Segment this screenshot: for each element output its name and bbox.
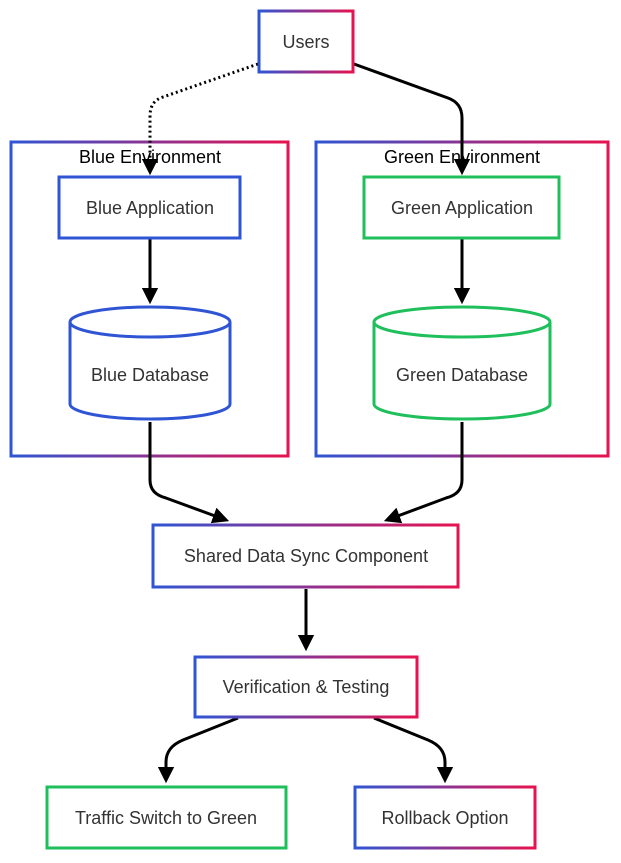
- shared-data-sync-label: Shared Data Sync Component: [184, 546, 428, 566]
- edge-verification-to-traffic-switch: [157, 716, 239, 784]
- traffic-switch-node: Traffic Switch to Green: [45, 785, 288, 850]
- blue-database-node: Blue Database: [68, 305, 232, 421]
- edge-green-database-to-sync: [383, 422, 464, 524]
- green-database-node: Green Database: [372, 305, 552, 421]
- blue-database-label: Blue Database: [91, 365, 209, 385]
- blue-application-node: Blue Application: [57, 175, 242, 240]
- traffic-switch-label: Traffic Switch to Green: [75, 808, 257, 828]
- green-database-label: Green Database: [396, 365, 528, 385]
- edge-verification-to-rollback: [373, 716, 454, 784]
- green-application-label: Green Application: [391, 198, 533, 218]
- edges: [141, 62, 471, 784]
- verification-node: Verification & Testing: [193, 655, 419, 719]
- edge-users-to-blue-application: [141, 62, 259, 176]
- users-label: Users: [282, 32, 329, 52]
- edge-blue-database-to-sync: [148, 422, 230, 524]
- rollback-label: Rollback Option: [381, 808, 508, 828]
- verification-label: Verification & Testing: [223, 677, 390, 697]
- shared-data-sync-node: Shared Data Sync Component: [151, 523, 460, 589]
- users-node: Users: [257, 9, 355, 74]
- blue-application-label: Blue Application: [86, 198, 214, 218]
- green-application-node: Green Application: [362, 175, 561, 240]
- rollback-node: Rollback Option: [353, 785, 537, 850]
- edge-users-to-green-application: [353, 62, 471, 176]
